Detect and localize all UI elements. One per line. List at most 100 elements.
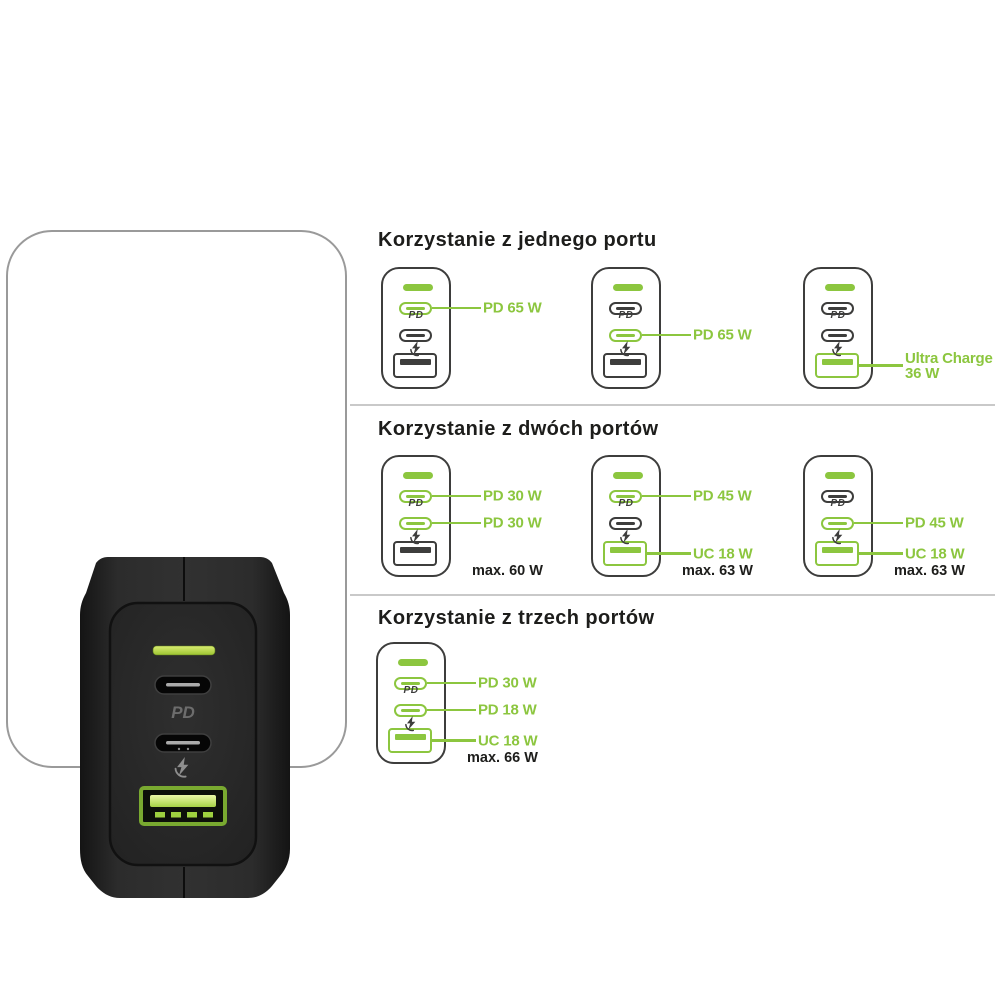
ultra-charge-bolt-icon <box>619 341 633 357</box>
usba-pin-bar <box>609 358 641 365</box>
usba-pin-bar <box>821 546 853 553</box>
pd-marker-label: PD <box>618 498 634 509</box>
port-power-label: UC 18 W <box>478 732 538 749</box>
usba-port-icon <box>388 728 432 753</box>
port-power-label: PD 65 W <box>693 326 752 344</box>
usbc-pin-dash <box>827 494 847 498</box>
port-connector-line <box>431 521 481 525</box>
port-connector-line <box>431 306 481 310</box>
section-title-two-ports: Korzystanie z dwóch portów <box>378 418 659 440</box>
led-indicator-icon <box>403 284 433 291</box>
led-indicator-icon <box>825 284 855 291</box>
usbc-port-2-icon <box>608 516 642 530</box>
charger-diagram: PD 30 W PD 30 W PD max. 60 W <box>381 455 543 579</box>
usbc-pin-dash <box>615 333 635 337</box>
usbc-pin-dash <box>405 306 425 310</box>
port-power-label: UC 18 W <box>905 545 965 562</box>
pd-marker-label: PD <box>618 310 634 321</box>
usba-port-icon <box>815 353 859 378</box>
usbc-pin-dash <box>827 333 847 337</box>
usba-port <box>139 786 227 826</box>
ultra-charge-bolt-icon <box>409 529 423 545</box>
usbc-port-1-icon <box>608 489 642 503</box>
usbc-pin-dash <box>827 306 847 310</box>
ultra-charge-bolt-icon <box>174 757 189 778</box>
usba-port-icon <box>603 353 647 378</box>
section-divider-2 <box>350 594 995 596</box>
usbc-pin-dash <box>827 521 847 525</box>
usbc-port-1-icon <box>393 676 427 690</box>
max-power-label: max. 66 W <box>467 750 538 766</box>
port-power-label: PD 30 W <box>483 514 542 532</box>
led-indicator-icon <box>613 284 643 291</box>
port-connector-line <box>432 739 476 742</box>
usbc-port-2-icon <box>608 328 642 342</box>
usbc-port-2-icon <box>393 703 427 717</box>
max-power-label: max. 60 W <box>472 563 543 579</box>
usbc-port-1 <box>154 675 212 695</box>
led-indicator-icon <box>403 472 433 479</box>
max-power-label: max. 63 W <box>682 563 753 579</box>
ultra-charge-bolt-icon <box>409 341 423 357</box>
usba-port-icon <box>603 541 647 566</box>
charger-diagram: PD 45 W UC 18 W PD max. 63 W <box>591 455 753 579</box>
port-power-label: Ultra Charge 36 W <box>905 349 993 382</box>
usba-pin-bar <box>399 358 431 365</box>
usbc-port-2-icon <box>820 516 854 530</box>
pd-marking: PD <box>171 703 195 722</box>
usbc-port-1-icon <box>398 489 432 503</box>
usbc-pin-dash <box>400 708 420 712</box>
usbc-pin-dash <box>615 306 635 310</box>
port-connector-line <box>641 494 691 498</box>
ultra-charge-bolt-icon <box>831 341 845 357</box>
port-connector-line <box>641 333 691 337</box>
usbc-port-2 <box>154 733 212 753</box>
led-indicator-icon <box>398 659 428 666</box>
port-connector-line <box>853 521 903 525</box>
port-connector-line <box>859 552 903 555</box>
usba-pin-bar <box>394 733 426 740</box>
pd-marker-label: PD <box>403 685 419 696</box>
pd-marker-label: PD <box>408 498 424 509</box>
port-connector-line <box>426 681 476 685</box>
charger-diagram: PD 30 W PD 18 W UC 18 W PD max. 66 W <box>376 642 538 766</box>
usbc-port-1-icon <box>820 489 854 503</box>
port-power-label: PD 65 W <box>483 299 542 317</box>
led-strip <box>152 645 216 656</box>
usbc-port-2-icon <box>398 328 432 342</box>
section-title-one-port: Korzystanie z jednego portu <box>378 229 657 251</box>
usba-port-icon <box>393 353 437 378</box>
pd-marker-label: PD <box>830 498 846 509</box>
usba-pin-bar <box>609 546 641 553</box>
usbc-port-1-icon <box>608 301 642 315</box>
charger-diagram: PD 65 W PD <box>591 267 752 389</box>
usbc-pin-dash <box>615 494 635 498</box>
port-power-label: PD 30 W <box>478 674 537 692</box>
section-divider-1 <box>350 404 995 406</box>
port-connector-line <box>431 494 481 498</box>
usbc-pin-dash <box>615 521 635 525</box>
charger-diagram: PD 65 W PD <box>381 267 542 389</box>
usbc-pin-dash <box>405 521 425 525</box>
port-power-label: PD 45 W <box>693 487 752 505</box>
port-power-label: PD 45 W <box>905 514 964 532</box>
port-power-label: PD 30 W <box>483 487 542 505</box>
port-connector-line <box>859 364 903 367</box>
port-connector-line <box>426 708 476 712</box>
usba-port-icon <box>815 541 859 566</box>
port-power-label: PD 18 W <box>478 701 537 719</box>
ultra-charge-bolt-icon <box>619 529 633 545</box>
usba-pin-bar <box>821 358 853 365</box>
port-power-label: UC 18 W <box>693 545 753 562</box>
usbc-pin-dash <box>405 333 425 337</box>
usbc-pin-dash <box>400 681 420 685</box>
usbc-port-2-icon <box>820 328 854 342</box>
pd-marker-label: PD <box>408 310 424 321</box>
usbc-port-1-icon <box>398 301 432 315</box>
section-title-three-ports: Korzystanie z trzech portów <box>378 607 655 629</box>
charger-photo: PD <box>80 557 290 898</box>
port-connector-line <box>647 552 691 555</box>
